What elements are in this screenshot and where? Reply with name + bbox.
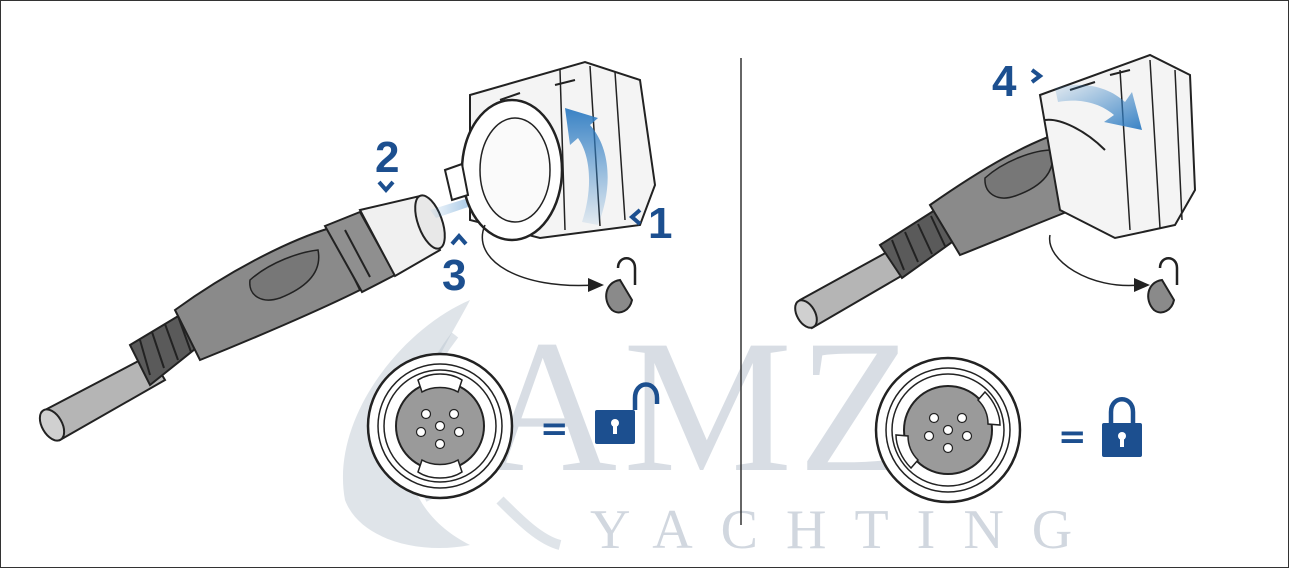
watermark-sub: YACHTING xyxy=(590,499,1100,561)
cable-left xyxy=(38,194,446,442)
step-3-label: 3 xyxy=(442,251,466,300)
left-panel: 2 3 1 = xyxy=(38,60,672,500)
step-4-label: 4 xyxy=(992,57,1017,106)
dust-cap-right-icon xyxy=(1147,257,1179,314)
step-1-label: 1 xyxy=(648,199,672,248)
watermark-main: AMZ xyxy=(480,302,920,512)
watermark: AMZ YACHTING xyxy=(342,300,1100,561)
tether-left xyxy=(481,224,596,287)
equals-sign-left: = xyxy=(540,409,569,449)
lock-icon xyxy=(1102,397,1142,457)
step-2-label: 2 xyxy=(375,133,399,182)
receptacle-left xyxy=(443,60,657,242)
right-panel: 4 = xyxy=(794,53,1197,504)
receptacle-right xyxy=(1038,53,1197,240)
dust-cap-left-icon xyxy=(605,257,637,314)
tether-right xyxy=(1049,234,1141,287)
rotate-arrow-icon xyxy=(565,108,608,225)
unlock-icon xyxy=(595,382,660,444)
equals-sign-right: = xyxy=(1058,417,1087,457)
connector-front-view-unlocked xyxy=(366,352,514,500)
connector-front-view-locked xyxy=(874,356,1022,504)
rotate-lock-arrow-icon xyxy=(1055,84,1142,130)
